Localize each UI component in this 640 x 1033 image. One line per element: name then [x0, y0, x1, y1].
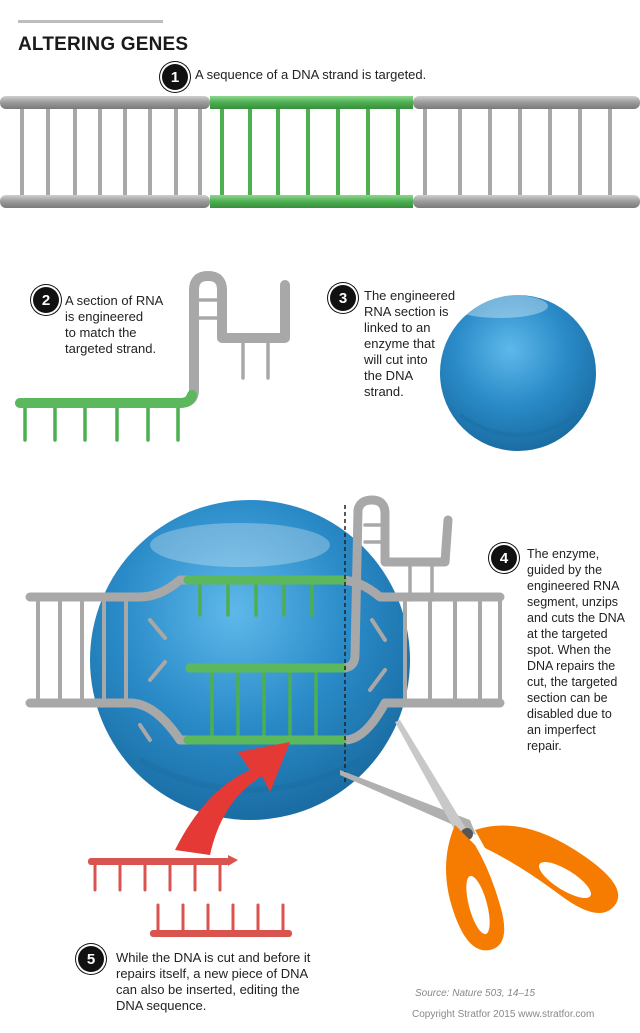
step-4-line: The enzyme, — [527, 546, 625, 562]
step-4-line: an imperfect — [527, 722, 625, 738]
step-4-badge: 4 — [491, 545, 517, 571]
step-3-text: The engineered RNA section is linked to … — [364, 288, 455, 400]
step-4-line: engineered RNA — [527, 578, 625, 594]
new-dna-piece — [88, 855, 292, 937]
copyright-note: Copyright Stratfor 2015 www.stratfor.com — [412, 1009, 594, 1020]
step-5-line: While the DNA is cut and before it — [116, 950, 310, 966]
step-1-text: A sequence of a DNA strand is targeted. — [195, 67, 426, 83]
step-2-badge: 2 — [33, 287, 59, 313]
step-2-line: is engineered — [65, 309, 163, 325]
step-2-line: A section of RNA — [65, 293, 163, 309]
step-3-line: will cut into — [364, 352, 455, 368]
enzyme-sphere — [440, 294, 596, 451]
step-5-line: DNA sequence. — [116, 998, 310, 1014]
step-2-line: to match the — [65, 325, 163, 341]
step-4-line: cut, the targeted — [527, 674, 625, 690]
step-5-badge: 5 — [78, 946, 104, 972]
step-2-line: targeted strand. — [65, 341, 163, 357]
step-4-line: repair. — [527, 738, 625, 754]
step-5-line: repairs itself, a new piece of DNA — [116, 966, 310, 982]
step-4-line: segment, unzips — [527, 594, 625, 610]
step-4-text: The enzyme, guided by the engineered RNA… — [527, 546, 625, 754]
step-4-line: at the targeted — [527, 626, 625, 642]
source-note: Source: Nature 503, 14–15 — [415, 988, 535, 999]
dna-strand — [0, 96, 640, 208]
step-4-line: spot. When the — [527, 642, 625, 658]
step-3-line: linked to an — [364, 320, 455, 336]
step-4-line: and cuts the DNA — [527, 610, 625, 626]
step-3-line: the DNA — [364, 368, 455, 384]
step-5-line: can also be inserted, editing the — [116, 982, 310, 998]
step-4-line: section can be — [527, 690, 625, 706]
step-2-text: A section of RNA is engineered to match … — [65, 293, 163, 357]
step-3-line: The engineered — [364, 288, 455, 304]
step-3-line: strand. — [364, 384, 455, 400]
step-3-line: RNA section is — [364, 304, 455, 320]
step-1-badge: 1 — [162, 64, 188, 90]
step-3-line: enzyme that — [364, 336, 455, 352]
step-4-line: guided by the — [527, 562, 625, 578]
step-5-text: While the DNA is cut and before it repai… — [116, 950, 310, 1014]
step-3-badge: 3 — [330, 285, 356, 311]
step-4-line: disabled due to — [527, 706, 625, 722]
step-4-line: DNA repairs the — [527, 658, 625, 674]
scissors-icon — [340, 720, 618, 950]
